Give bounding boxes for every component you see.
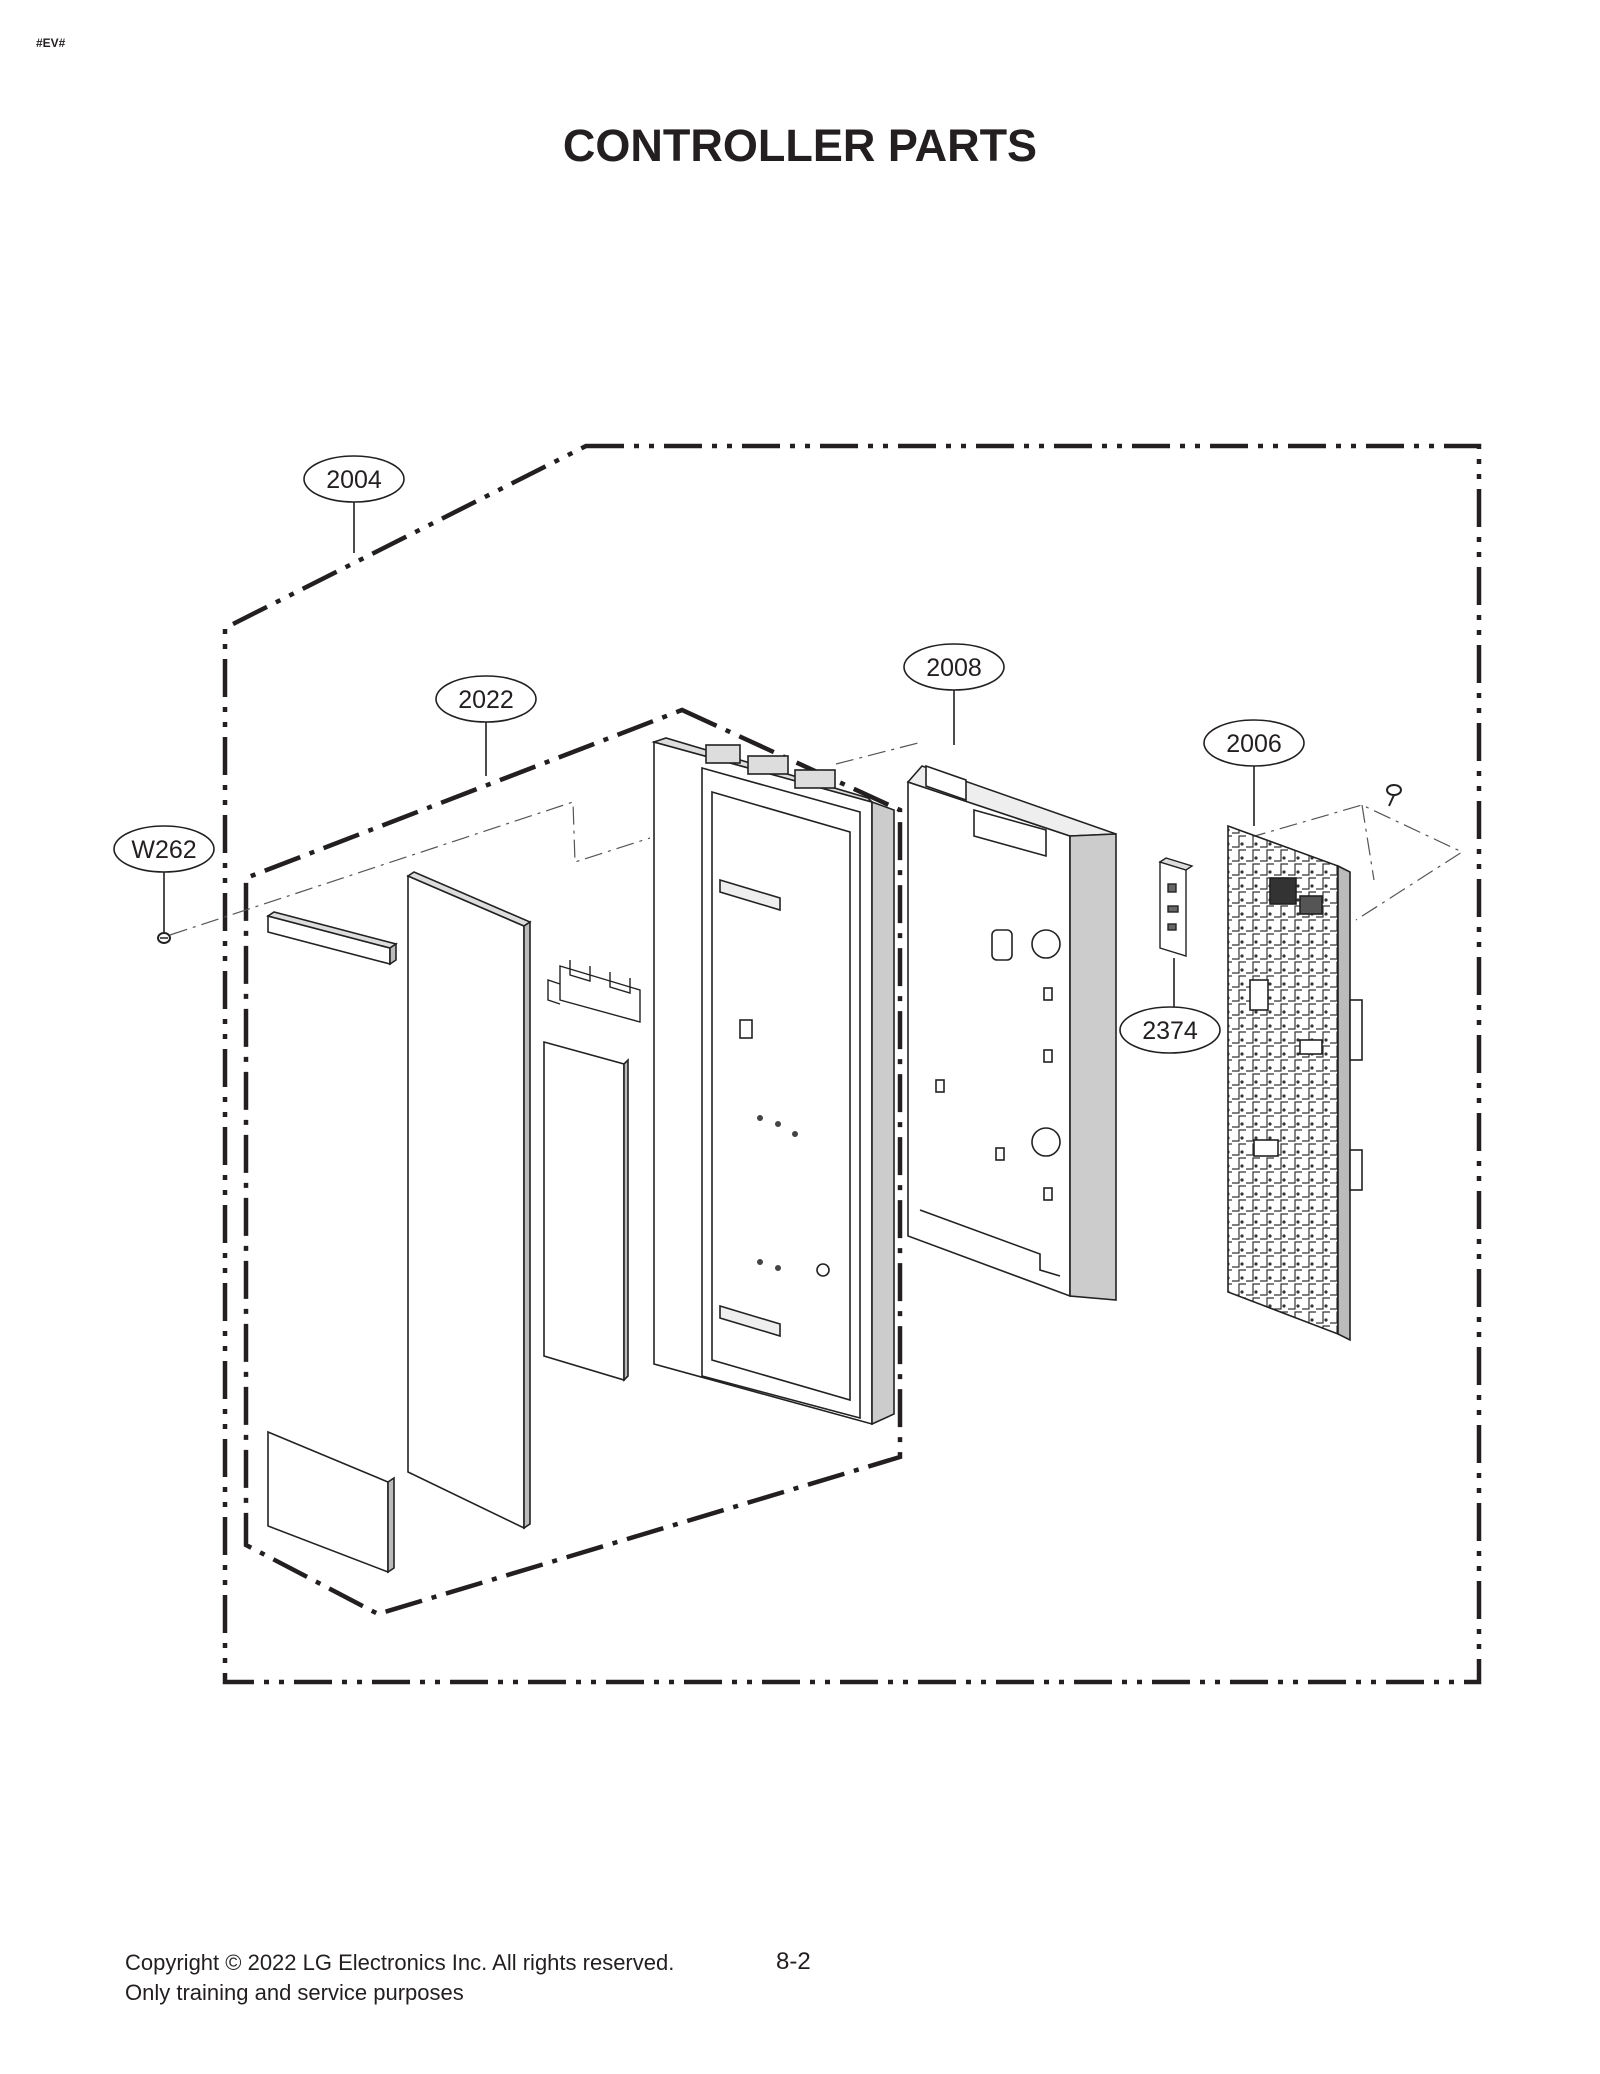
small-pcb-2374 (1158, 857, 1194, 957)
page-title: CONTROLLER PARTS (562, 120, 1038, 171)
leader-lines (163, 502, 1255, 1008)
callout-2004: 2004 (303, 455, 405, 503)
callout-2008: 2008 (903, 643, 1005, 691)
copyright-line-1: Copyright © 2022 LG Electronics Inc. All… (125, 1950, 675, 1975)
control-frame (651, 737, 895, 1426)
assembly-2004-boundary (222, 443, 1482, 1685)
assembly-2022-boundary (243, 707, 903, 1617)
main-pcb-2006 (1227, 824, 1363, 1342)
shield-cover-2008 (906, 764, 1117, 1301)
callout-2008-label: 2008 (926, 654, 982, 682)
callout-2004-label: 2004 (326, 466, 382, 494)
bracket-part (547, 960, 641, 1023)
screw-w262 (157, 932, 171, 944)
page-number: 8-2 (776, 1948, 811, 1975)
front-decor-panel (406, 871, 532, 1530)
copyright-line-2: Only training and service purposes (125, 1980, 464, 2005)
document-tag: #EV# (36, 36, 66, 50)
callout-2006: 2006 (1203, 719, 1305, 767)
callout-2022: 2022 (435, 675, 537, 723)
screw-2006 (1386, 784, 1402, 807)
callout-2006-label: 2006 (1226, 730, 1282, 758)
callout-w262-label: W262 (131, 836, 196, 864)
top-trim-bar (266, 911, 398, 966)
callout-2022-label: 2022 (458, 686, 514, 714)
window-film-panel (543, 1040, 629, 1382)
bottom-trim-panel (267, 1430, 395, 1574)
assembly-guide-lines (169, 742, 1464, 936)
callout-w262: W262 (113, 825, 215, 873)
callout-2374: 2374 (1119, 1006, 1221, 1054)
copyright-notice: Copyright © 2022 LG Electronics Inc. All… (125, 1948, 674, 2008)
callout-2374-label: 2374 (1142, 1017, 1198, 1045)
